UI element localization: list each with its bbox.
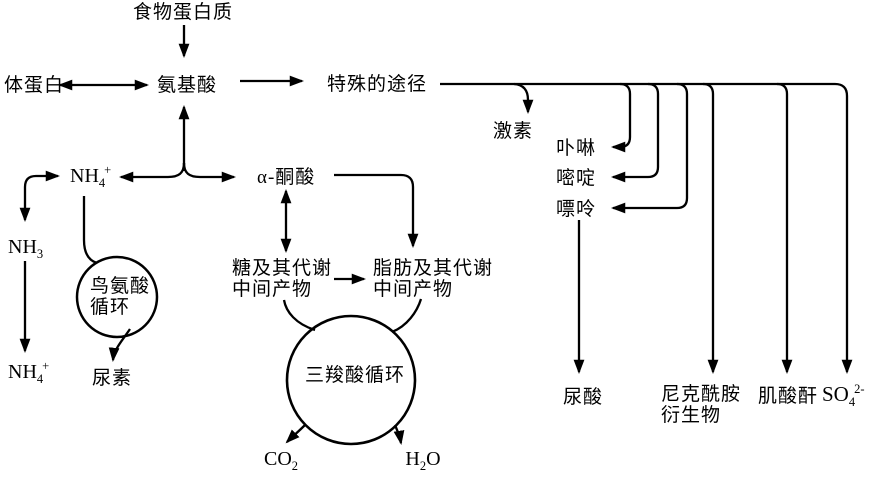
fat-line2: 中间产物 [373,279,454,300]
label-fat-intermediates: 脂肪及其代谢 中间产物 [373,258,493,300]
tca-cycle-circle [285,314,417,446]
ornithine-cycle-line1: 鸟氨酸 [90,276,151,297]
label-nh4-bottom: NH4+ [8,359,50,386]
label-pyrimidine: 嘧啶 [556,168,597,189]
label-ornithine-cycle: 鸟氨酸 循环 [90,276,150,318]
line-sugar-to-tca [282,299,316,332]
label-body-protein: 体蛋白 [4,75,65,96]
nicotinamide-line2: 衍生物 [661,405,722,426]
arrow-ornithine-to-urea [108,328,131,362]
sugar-line2: 中间产物 [232,279,313,300]
arrow-tca-to-co2 [285,424,306,444]
label-hormone: 激素 [493,121,534,142]
label-co2: CO2 [263,448,299,473]
arrow-split-to-keto [182,162,236,183]
label-sugar-intermediates: 糖及其代谢 中间产物 [232,258,332,300]
arrow-rail-to-pyrimidine [611,82,660,183]
label-nicotinamide-derivatives: 尼克酰胺 衍生物 [661,384,741,426]
label-purine: 嘌呤 [556,199,597,220]
label-creatinine: 肌酸酐 [758,386,819,407]
nicotinamide-line1: 尼克酰胺 [661,384,742,405]
sugar-line1: 糖及其代谢 [232,258,333,279]
ornithine-cycle-line2: 循环 [90,297,131,318]
line-fat-to-tca [391,298,423,334]
label-so4: SO42- [822,382,865,410]
arrow-split-to-nh4 [119,162,186,183]
label-uric-acid: 尿酸 [563,387,604,408]
label-porphyrin: 卟啉 [556,138,597,159]
arrow-nh4-nh3-elbow [19,170,60,222]
arrow-rail-to-creatinine [776,82,793,374]
label-alpha-keto-acid: α-酮酸 [257,167,316,188]
label-nh4-top: NH4+ [70,163,112,190]
label-urea: 尿素 [92,368,133,389]
label-nh3: NH3 [8,236,44,261]
arrow-tca-to-h2o [393,424,405,445]
arrow-keto-to-fat [334,173,419,248]
arrow-rail-to-purine [611,82,689,214]
arrow-rail-to-nicotinamide [702,82,719,374]
arrow-rail-to-porphyrin [611,82,632,153]
label-h2o: H2O [405,448,441,473]
fat-line1: 脂肪及其代谢 [373,258,494,279]
arrow-rail-to-hormone [513,82,534,114]
arrow-rail-to-so4 [440,82,853,374]
label-tca-cycle: 三羧酸循环 [304,365,406,386]
label-special-pathway: 特殊的途径 [326,74,428,95]
label-food-protein: 食物蛋白质 [132,2,234,23]
line-nh4-to-ornithine-cycle [82,196,98,265]
ornithine-cycle-circle [75,255,159,339]
label-amino-acid: 氨基酸 [156,75,218,96]
